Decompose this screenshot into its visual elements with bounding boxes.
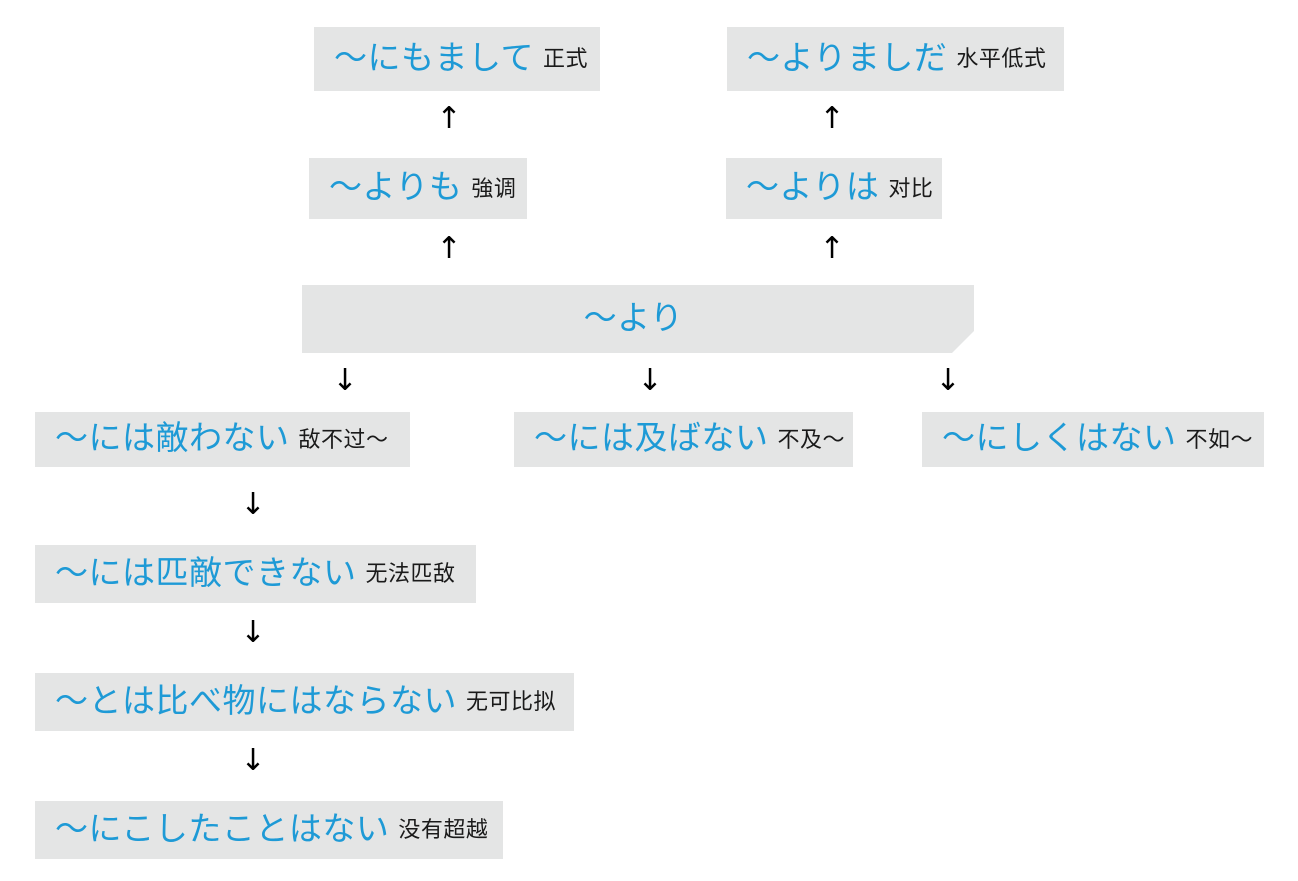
node-yorimo[interactable]: ～よりも 強调 bbox=[309, 158, 527, 219]
node-japanese-text: ～にしくはない bbox=[942, 421, 1177, 457]
node-japanese-text: ～より bbox=[583, 300, 684, 337]
node-japanese-text: ～には及ばない bbox=[534, 421, 769, 457]
arrow-up-yori-to-yoriwa: ↑ bbox=[819, 231, 845, 266]
node-japanese-text: ～とは比べ物にはならない bbox=[55, 683, 457, 720]
node-yorimashida[interactable]: ～よりましだ 水平低式 bbox=[727, 27, 1064, 91]
node-chinese-gloss: 水平低式 bbox=[956, 46, 1047, 71]
node-chinese-gloss: 无可比拟 bbox=[466, 689, 557, 714]
node-chinese-gloss: 对比 bbox=[888, 175, 934, 201]
arrow-down-yori-to-nishikuwanai: ↓ bbox=[935, 363, 961, 398]
node-chinese-gloss: 不及～ bbox=[777, 426, 846, 452]
node-nishikuwanai[interactable]: ～にしくはない 不如～ bbox=[922, 412, 1264, 467]
node-japanese-text: ～よりは bbox=[746, 170, 880, 206]
node-chinese-gloss: 正式 bbox=[543, 46, 589, 71]
arrow-down-kanawanai-to-hitteki: ↓ bbox=[240, 487, 266, 522]
node-hitteki[interactable]: ～には匹敵できない 无法匹敌 bbox=[35, 545, 476, 603]
node-japanese-text: ～には敵わない bbox=[55, 421, 290, 457]
arrow-up-yoriwa-to-yorimashida: ↑ bbox=[819, 101, 845, 136]
node-nimomashite[interactable]: ～にもまして 正式 bbox=[314, 27, 600, 91]
node-chinese-gloss: 強调 bbox=[471, 175, 517, 201]
node-japanese-text: ～には匹敵できない bbox=[55, 555, 357, 592]
node-kurabemono[interactable]: ～とは比べ物にはならない 无可比拟 bbox=[35, 673, 574, 731]
arrow-down-yori-to-oyobanai: ↓ bbox=[637, 363, 663, 398]
node-chinese-gloss: 没有超越 bbox=[398, 817, 489, 842]
arrow-down-yori-to-kanawanai: ↓ bbox=[332, 363, 358, 398]
node-chinese-gloss: 不如～ bbox=[1185, 426, 1254, 452]
node-chinese-gloss: 敌不过～ bbox=[298, 426, 389, 452]
node-japanese-text: ～にもまして bbox=[334, 40, 535, 77]
node-yoriwa[interactable]: ～よりは 对比 bbox=[726, 158, 942, 219]
node-oyobanai[interactable]: ～には及ばない 不及～ bbox=[514, 412, 853, 467]
node-japanese-text: ～にこしたことはない bbox=[55, 811, 390, 848]
arrow-up-yori-to-yorimo: ↑ bbox=[436, 231, 462, 266]
node-japanese-text: ～よりも bbox=[329, 170, 463, 206]
arrow-up-yorimo-to-nimomashite: ↑ bbox=[436, 101, 462, 136]
arrow-down-hitteki-to-kurabemono: ↓ bbox=[240, 615, 266, 650]
node-japanese-text: ～よりましだ bbox=[747, 40, 948, 77]
arrow-down-kurabemono-to-nikoshita: ↓ bbox=[240, 743, 266, 778]
node-kanawanai[interactable]: ～には敵わない 敌不过～ bbox=[35, 412, 410, 467]
node-nikoshita[interactable]: ～にこしたことはない 没有超越 bbox=[35, 801, 503, 859]
node-chinese-gloss: 无法匹敌 bbox=[365, 561, 456, 586]
node-yori[interactable]: ～より bbox=[302, 285, 974, 353]
